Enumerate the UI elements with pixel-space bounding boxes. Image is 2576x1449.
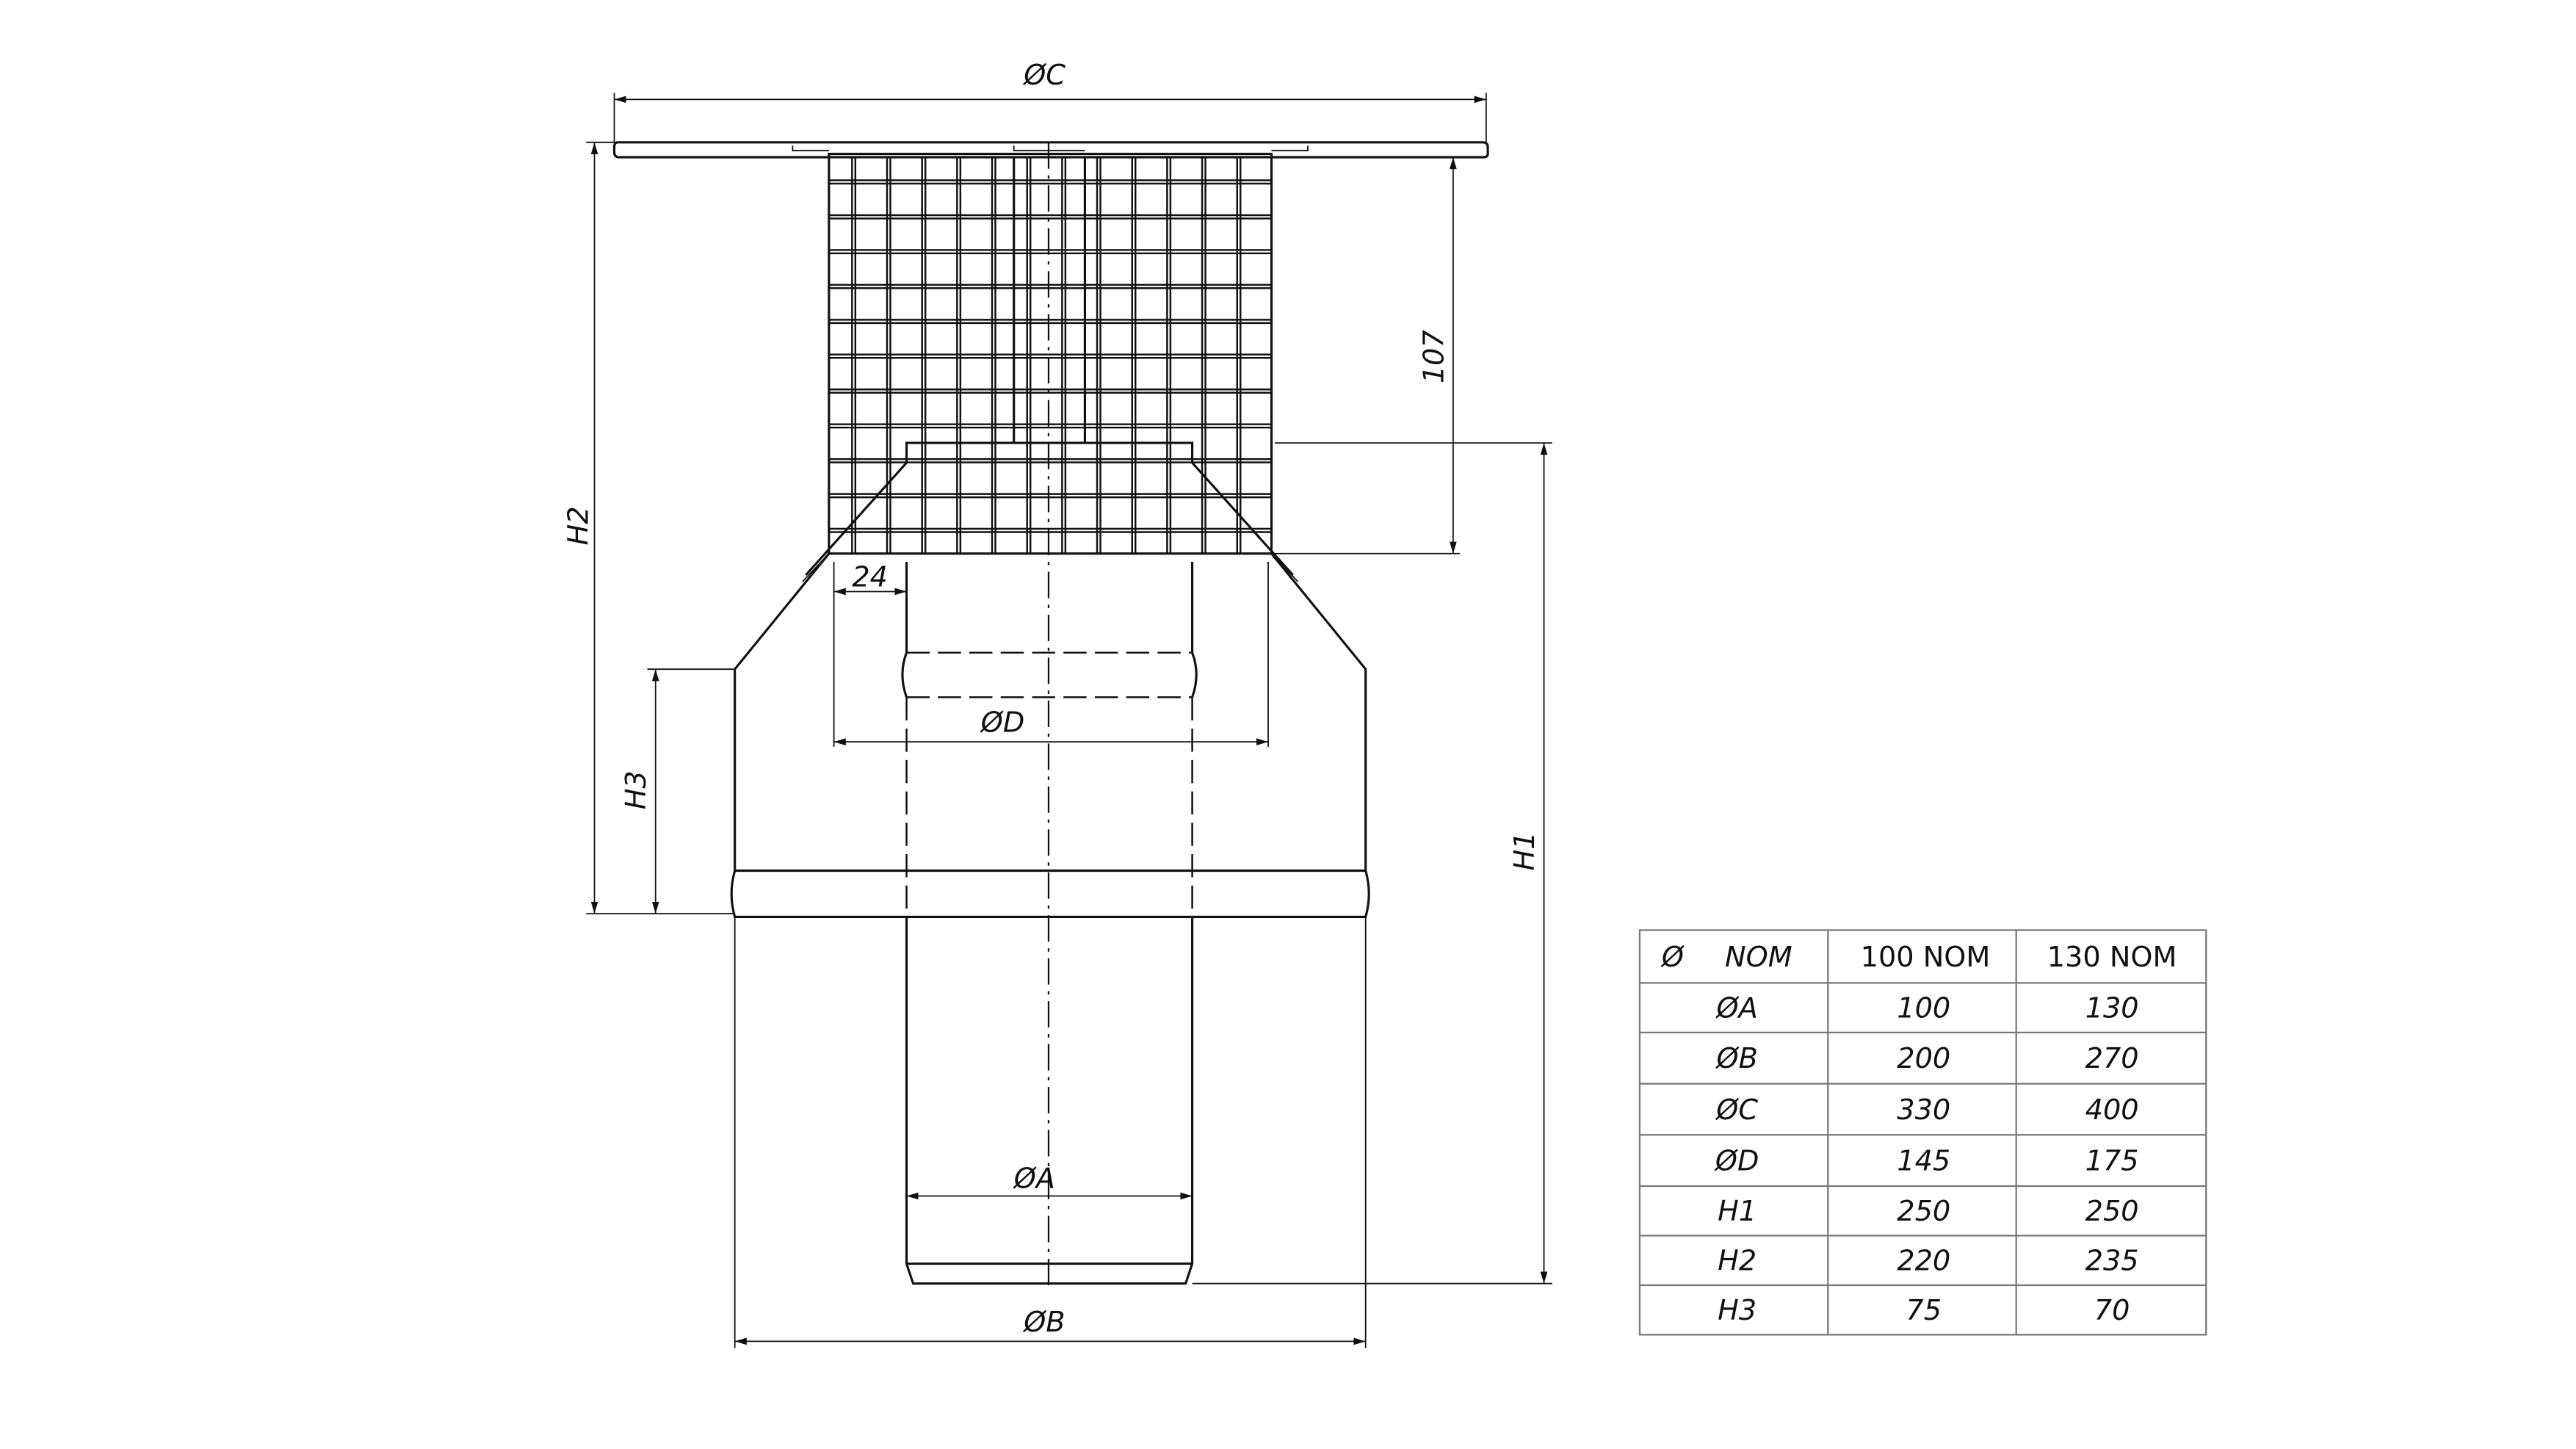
table-cell-param: ØB (1715, 1043, 1757, 1075)
table-cell-param: H2 (1718, 1246, 1756, 1278)
dim-h2: H2 (563, 506, 596, 545)
table-row: ØA 100 130 (1715, 993, 2139, 1025)
table-cell-100: 100 (1897, 993, 1950, 1025)
table-cell-param: ØD (1714, 1146, 1759, 1178)
table-header-dia: Ø (1660, 942, 1685, 974)
mesh-horizontal-bar (828, 319, 1272, 325)
table-cell-130: 175 (2085, 1146, 2139, 1178)
dim-dia-c: ØC (1022, 59, 1066, 92)
dim-mesh-height: 107 (1418, 330, 1450, 383)
table-cell-100: 250 (1897, 1196, 1950, 1228)
cap-plate (612, 141, 1489, 159)
mesh-horizontal-bar (828, 249, 1272, 255)
mesh-horizontal-bar (828, 458, 1272, 463)
mesh-horizontal-bar (828, 353, 1272, 359)
mesh-horizontal-bar (828, 527, 1272, 533)
table-cell-130: 70 (2094, 1295, 2130, 1327)
table-cell-100: 75 (1906, 1295, 1942, 1327)
table-row: ØD 145 175 (1714, 1146, 2139, 1178)
table-row: H1 250 250 (1718, 1196, 2138, 1228)
dim-offset: 24 (852, 562, 888, 594)
table-row: ØC 330 400 (1715, 1094, 2138, 1127)
table-cell-130: 400 (2085, 1094, 2139, 1127)
table-cell-param: ØA (1715, 993, 1758, 1025)
table-cell-130: 250 (2085, 1196, 2139, 1228)
table-row: H2 220 235 (1718, 1246, 2138, 1278)
table-cell-130: 130 (2085, 993, 2139, 1025)
mesh-horizontal-bar (828, 388, 1272, 394)
table-row: H3 75 70 (1718, 1295, 2130, 1327)
table-header-100: 100 NOM (1861, 942, 1991, 974)
mesh-horizontal-bar (828, 493, 1272, 499)
table-cell-100: 220 (1897, 1246, 1950, 1278)
table-header-nom: NOM (1725, 942, 1792, 974)
dimensions: ØC H2 H3 H1 107 24 ØD ØA ØB (563, 59, 1552, 1348)
table-cell-param: H3 (1718, 1295, 1756, 1327)
mesh-horizontal-bar (828, 283, 1272, 289)
dim-dia-a: ØA (1013, 1163, 1055, 1195)
table-header-130: 130 NOM (2047, 942, 2177, 974)
table-cell-130: 235 (2085, 1246, 2139, 1278)
dim-dia-d: ØD (980, 707, 1025, 740)
dim-h3: H3 (621, 770, 653, 809)
mesh-horizontal-bar (828, 179, 1272, 185)
table-cell-100: 330 (1897, 1094, 1950, 1127)
table-cell-100: 200 (1897, 1043, 1950, 1075)
table-cell-param: ØC (1715, 1094, 1758, 1127)
table-row: ØB 200 270 (1715, 1043, 2138, 1075)
table-cell-100: 145 (1897, 1146, 1950, 1178)
dim-h1: H1 (1509, 831, 1541, 870)
table-cell-param: H1 (1718, 1196, 1756, 1228)
body (730, 157, 1370, 919)
dim-dia-b: ØB (1022, 1307, 1065, 1339)
mesh-horizontal-bar (828, 214, 1272, 220)
mesh-horizontal-bar (828, 423, 1272, 429)
mesh-guard (828, 152, 1273, 555)
table-cell-130: 270 (2085, 1043, 2139, 1075)
